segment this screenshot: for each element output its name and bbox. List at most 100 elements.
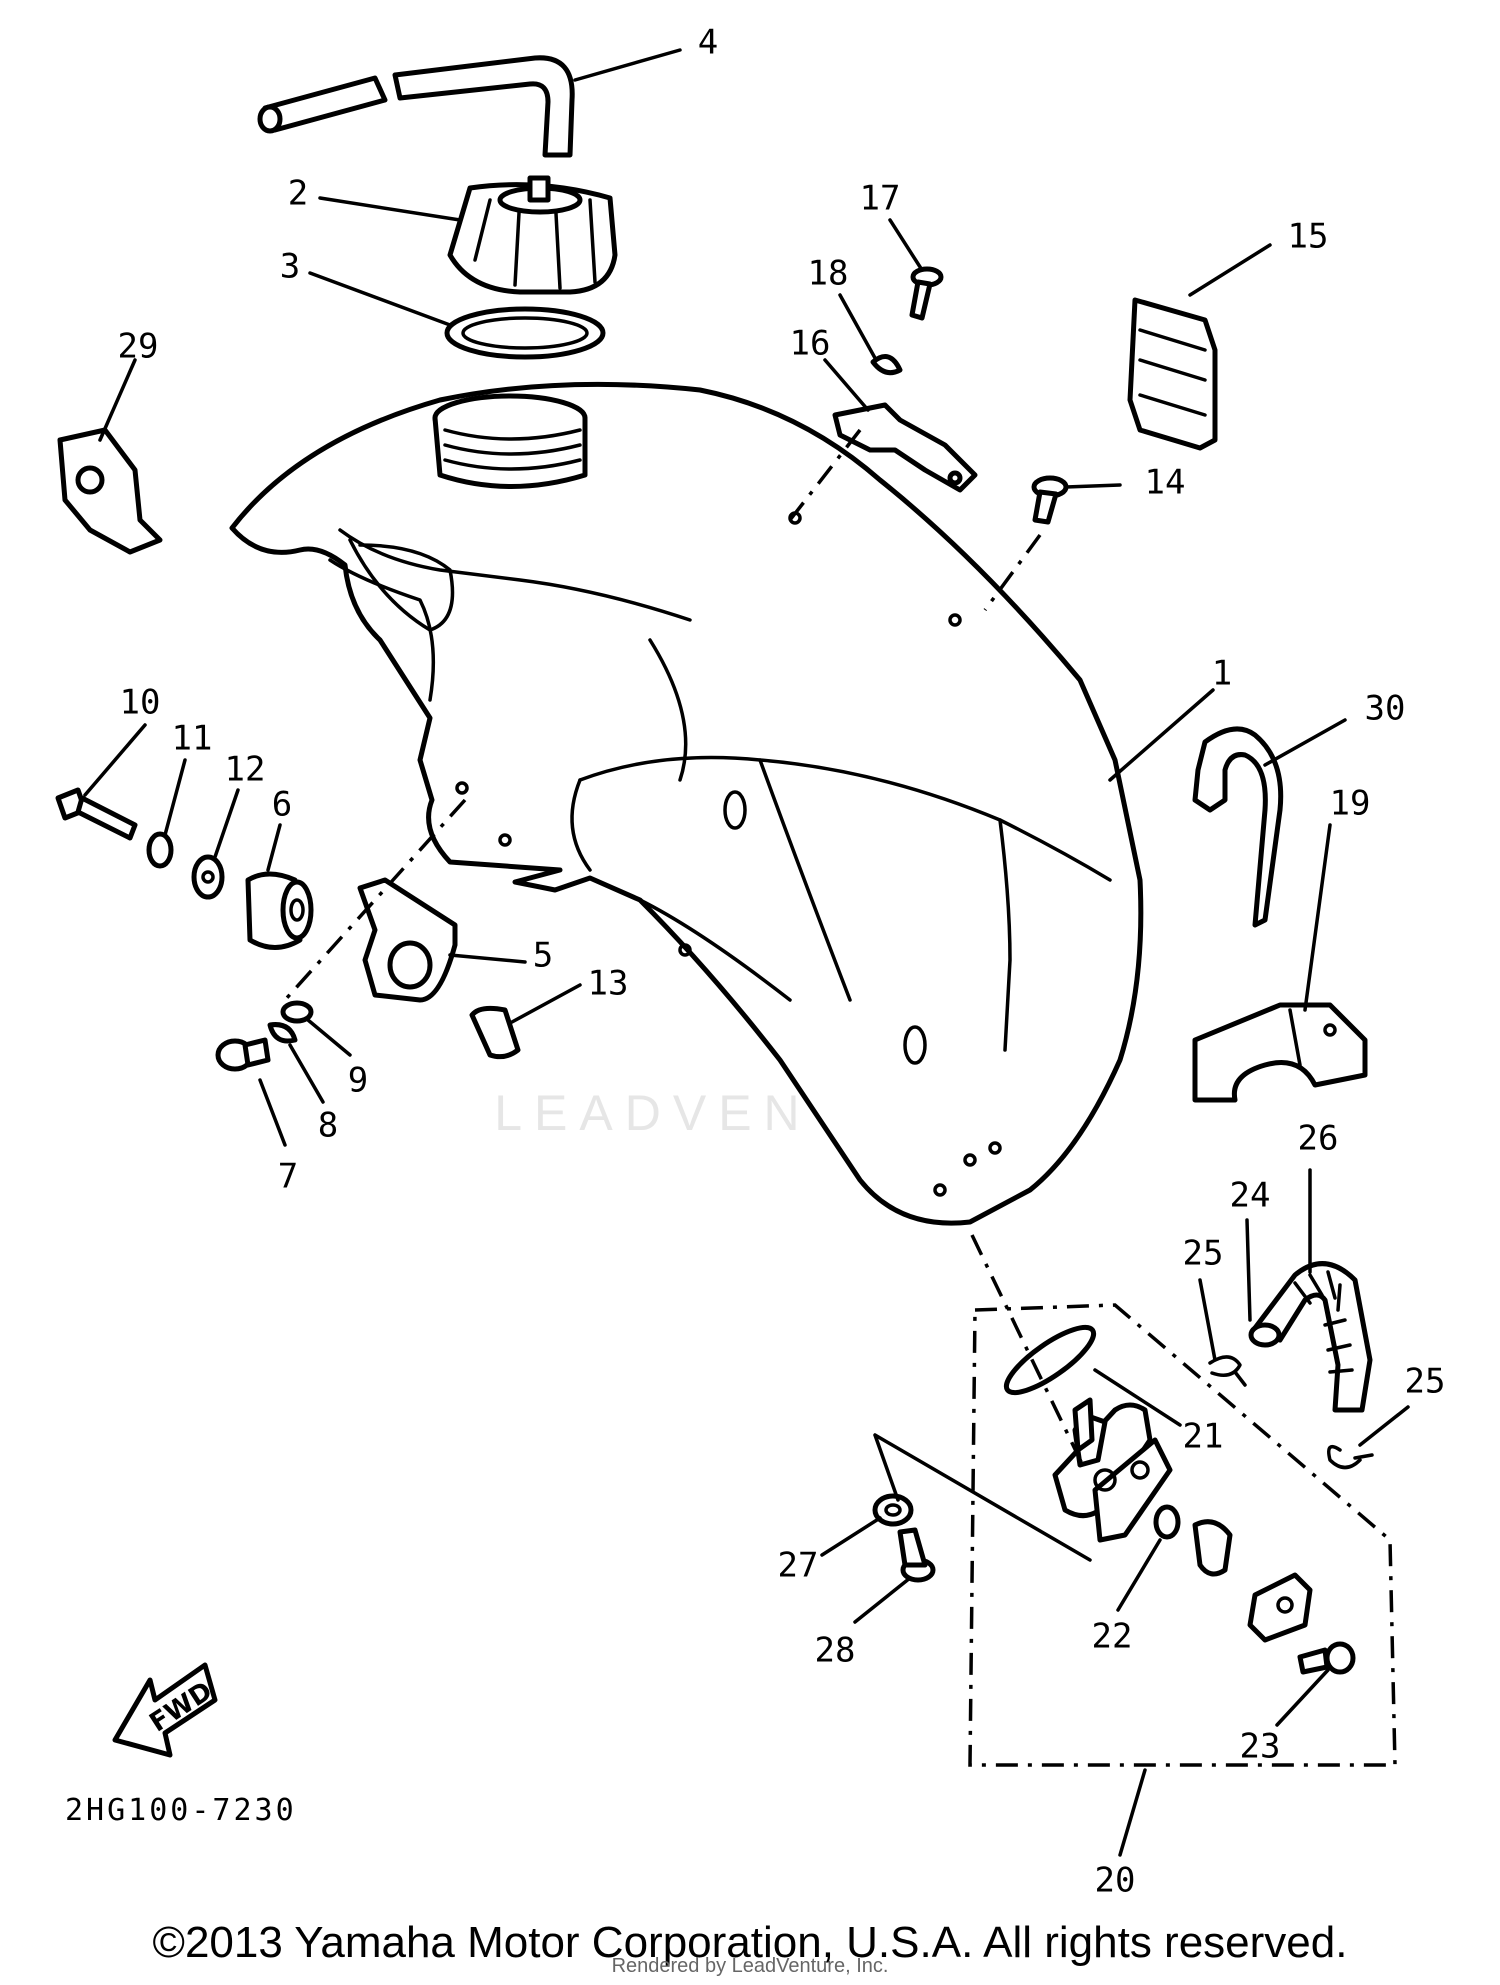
leader-25-upper bbox=[1198, 1278, 1217, 1362]
fuel-hose-26 bbox=[1248, 1261, 1373, 1413]
guide-line-16 bbox=[788, 428, 862, 522]
callout-28: 28 bbox=[815, 1631, 856, 1671]
leader-1 bbox=[1108, 688, 1215, 782]
guide-line-14 bbox=[983, 533, 1042, 612]
damper-6 bbox=[245, 871, 314, 950]
callout-3: 3 bbox=[280, 247, 300, 287]
callout-9: 9 bbox=[348, 1061, 368, 1101]
washer-12 bbox=[191, 854, 225, 900]
bracket-5 bbox=[357, 877, 458, 1003]
callout-4: 4 bbox=[698, 23, 718, 63]
collar-13 bbox=[469, 1005, 521, 1060]
callout-23: 23 bbox=[1240, 1727, 1281, 1767]
fuel-tank bbox=[229, 381, 1144, 1226]
render-credit: Rendered by LeadVenture, Inc. bbox=[611, 1955, 889, 1977]
leader-22 bbox=[1116, 1538, 1162, 1612]
leader-20 bbox=[1118, 1768, 1147, 1857]
callout-30: 30 bbox=[1365, 689, 1406, 729]
callout-29: 29 bbox=[118, 327, 159, 367]
leader-28 bbox=[853, 1576, 912, 1624]
callout-20: 20 bbox=[1095, 1861, 1136, 1901]
fuel-cap bbox=[447, 175, 618, 295]
callout-24: 24 bbox=[1230, 1176, 1271, 1216]
washer-9 bbox=[280, 1000, 314, 1024]
leader-24 bbox=[1245, 1218, 1252, 1322]
callout-2: 2 bbox=[288, 174, 308, 214]
screw-28 bbox=[897, 1527, 936, 1583]
bracket-29 bbox=[57, 427, 163, 555]
callout-15: 15 bbox=[1288, 217, 1329, 257]
lever-22 bbox=[1192, 1519, 1233, 1577]
callout-25-lower: 25 bbox=[1405, 1362, 1446, 1402]
leader-18 bbox=[838, 293, 877, 360]
guide-line-fuel-cock bbox=[970, 1234, 1087, 1471]
fuel-cock-assembly bbox=[1003, 1324, 1173, 1543]
plate-23 bbox=[1247, 1572, 1313, 1643]
leader-5 bbox=[448, 953, 527, 964]
assembly-box-20 bbox=[968, 1303, 1397, 1767]
bolt-7 bbox=[215, 1037, 271, 1072]
bracket-19 bbox=[1192, 1002, 1368, 1103]
callout-12: 12 bbox=[225, 750, 266, 790]
bracket-16 bbox=[832, 402, 978, 493]
diagram-code: 2HG100-7230 bbox=[65, 1793, 297, 1828]
leader-13 bbox=[510, 983, 582, 1024]
fwd-arrow-icon: FWD bbox=[112, 1662, 218, 1758]
clip-25-lower bbox=[1327, 1444, 1374, 1470]
leader-12 bbox=[213, 788, 240, 859]
callout-26: 26 bbox=[1298, 1119, 1339, 1159]
leader-2 bbox=[318, 196, 462, 222]
leader-27 bbox=[820, 1516, 882, 1557]
callout-19: 19 bbox=[1330, 784, 1371, 824]
leader-17 bbox=[888, 218, 924, 272]
leader-29 bbox=[98, 358, 137, 442]
leader-10 bbox=[83, 723, 147, 797]
screw-23 bbox=[1297, 1641, 1356, 1675]
bolt-10 bbox=[55, 787, 138, 841]
guide-line-27 bbox=[873, 1433, 1092, 1562]
screw-14 bbox=[1031, 475, 1069, 525]
leader-30 bbox=[1263, 718, 1347, 767]
damper-15 bbox=[1127, 297, 1218, 451]
callout-8: 8 bbox=[318, 1106, 338, 1146]
leader-23 bbox=[1275, 1668, 1330, 1727]
leader-3 bbox=[308, 271, 452, 327]
callout-17: 17 bbox=[860, 179, 901, 219]
leader-14 bbox=[1064, 483, 1122, 489]
leader-25-lower bbox=[1358, 1405, 1410, 1447]
leader-15 bbox=[1188, 243, 1272, 297]
washer-18 bbox=[870, 354, 903, 376]
leader-7 bbox=[258, 1078, 287, 1147]
callout-5: 5 bbox=[533, 936, 553, 976]
band-30 bbox=[1192, 726, 1284, 928]
leader-8 bbox=[288, 1043, 325, 1104]
callout-22: 22 bbox=[1092, 1617, 1133, 1657]
callout-27: 27 bbox=[778, 1546, 819, 1586]
callout-6: 6 bbox=[272, 785, 292, 825]
callout-25-upper: 25 bbox=[1183, 1234, 1224, 1274]
leader-6 bbox=[266, 823, 282, 872]
leader-9 bbox=[306, 1018, 352, 1057]
callout-18: 18 bbox=[808, 254, 849, 294]
callout-16: 16 bbox=[790, 324, 831, 364]
callout-10: 10 bbox=[120, 683, 161, 723]
bolt-17 bbox=[909, 266, 944, 321]
callout-21: 21 bbox=[1183, 1417, 1224, 1457]
leader-16 bbox=[823, 358, 870, 412]
clip-25-upper bbox=[1208, 1355, 1247, 1387]
copyright-notice: ©2013 Yamaha Motor Corporation, U.S.A. A… bbox=[152, 1918, 1348, 1967]
o-ring-22 bbox=[1153, 1504, 1181, 1540]
washer-11 bbox=[146, 831, 174, 869]
breather-hose bbox=[257, 55, 575, 158]
callout-7: 7 bbox=[278, 1157, 298, 1197]
washer-8 bbox=[267, 1022, 298, 1044]
leader-4 bbox=[573, 48, 682, 82]
leader-21 bbox=[1093, 1368, 1182, 1427]
washer-27 bbox=[872, 1493, 914, 1527]
leader-19 bbox=[1303, 823, 1332, 1012]
callout-1: 1 bbox=[1212, 654, 1232, 694]
callout-11: 11 bbox=[172, 719, 213, 759]
callout-13: 13 bbox=[588, 964, 629, 1004]
leader-11 bbox=[163, 758, 187, 837]
